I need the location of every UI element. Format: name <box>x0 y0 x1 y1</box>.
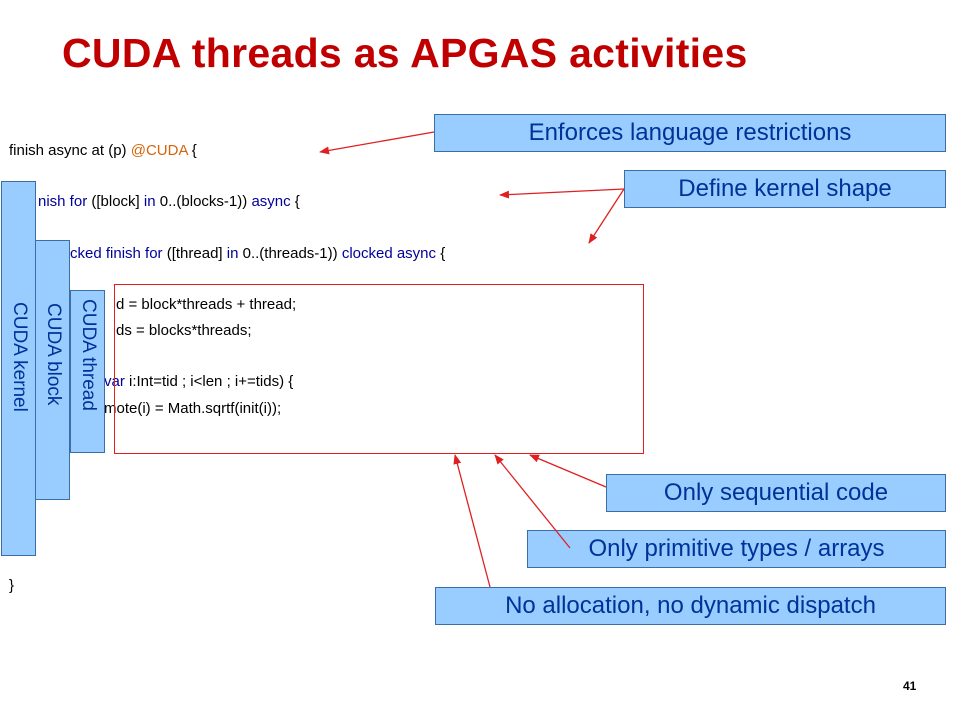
page-title: CUDA threads as APGAS activities <box>62 30 748 76</box>
code-text: ([thread] <box>162 245 227 262</box>
code-text: 0..(threads-1)) <box>238 245 342 262</box>
code-closing-brace: } <box>9 577 15 594</box>
code-line-finish-async: finish async at (p) @CUDA { <box>9 142 197 160</box>
callout-primitive-types: Only primitive types / arrays <box>527 530 946 568</box>
arrow-allocation <box>453 454 491 588</box>
code-text: i:Int=tid ; i<len ; i+=tids) { <box>124 373 294 390</box>
callout-kernel-shape: Define kernel shape <box>624 170 946 208</box>
code-keyword: clocked async <box>341 245 437 262</box>
arrow-kernel-shape-thread <box>588 188 625 244</box>
cuda-kernel-label: CUDA kernel <box>9 302 30 412</box>
code-keyword: nish for <box>38 193 88 210</box>
code-line-block-loop: nish for ([block] in 0..(blocks-1)) asyn… <box>38 193 300 211</box>
code-text: { <box>290 193 300 210</box>
sequential-code-box <box>114 284 644 454</box>
cuda-block-bar: CUDA block <box>35 240 70 500</box>
code-text: { <box>436 245 446 262</box>
code-text: 0..(blocks-1)) <box>155 193 252 210</box>
cuda-annotation: @CUDA <box>130 142 188 159</box>
code-line-tid: d = block*threads + thread; <box>116 296 297 313</box>
code-keyword: in <box>143 193 156 210</box>
cuda-block-label: CUDA block <box>43 303 64 406</box>
cuda-thread-label: CUDA thread <box>78 299 99 411</box>
arrow-restrictions <box>319 131 435 155</box>
code-text: ([block] <box>87 193 144 210</box>
code-line-assign: mote(i) = Math.sqrtf(init(i)); <box>104 400 282 417</box>
page-number: 41 <box>903 679 917 693</box>
cuda-kernel-bar: CUDA kernel <box>1 181 36 556</box>
arrow-primitive <box>494 454 571 549</box>
code-keyword: async <box>251 193 291 210</box>
callout-sequential-code: Only sequential code <box>606 474 946 512</box>
callout-no-allocation: No allocation, no dynamic dispatch <box>435 587 946 625</box>
arrow-kernel-shape-block <box>499 188 625 199</box>
code-keyword: cked finish for <box>70 245 163 262</box>
code-text: finish async at (p) <box>9 142 131 159</box>
code-keyword: in <box>226 245 239 262</box>
cuda-thread-bar: CUDA thread <box>70 290 105 453</box>
code-line-tids: ds = blocks*threads; <box>116 322 252 339</box>
code-line-thread-loop: cked finish for ([thread] in 0..(threads… <box>70 245 445 263</box>
callout-language-restrictions: Enforces language restrictions <box>434 114 946 152</box>
code-text: { <box>187 142 197 159</box>
arrow-sequential <box>529 454 607 488</box>
